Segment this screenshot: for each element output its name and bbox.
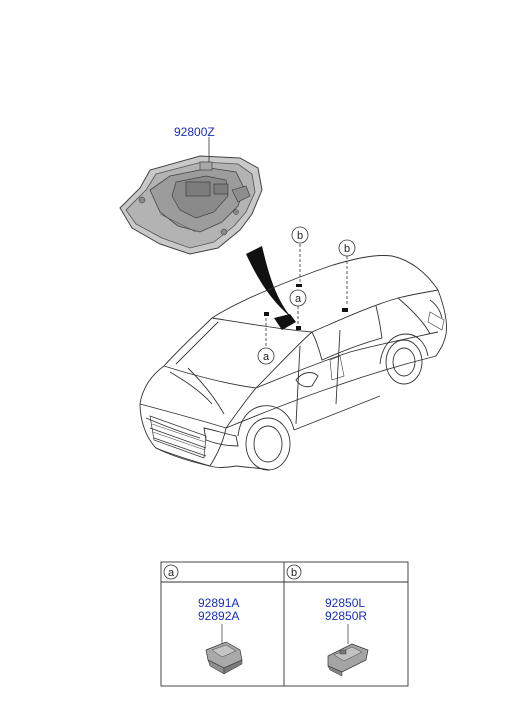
overhead-console-assembly[interactable] bbox=[119, 155, 263, 255]
callout-a-lower[interactable]: a bbox=[257, 347, 275, 365]
pointer-swoosh bbox=[246, 246, 292, 318]
part-number-92850L[interactable]: 92850L bbox=[325, 596, 365, 610]
personal-lamp-part-illustration[interactable] bbox=[327, 643, 369, 677]
map-lamp-markers bbox=[264, 284, 348, 330]
svg-text:a: a bbox=[295, 293, 302, 305]
part-number-92892A[interactable]: 92892A bbox=[198, 609, 239, 623]
map-lamp-part-illustration[interactable] bbox=[205, 641, 243, 675]
car-body-illustration bbox=[139, 255, 447, 471]
callout-a-upper[interactable]: a bbox=[289, 289, 307, 307]
svg-text:b: b bbox=[344, 243, 350, 255]
svg-text:b: b bbox=[291, 567, 297, 579]
part-number-92800Z[interactable]: 92800Z bbox=[174, 125, 215, 139]
legend-key-a: a bbox=[163, 564, 179, 580]
legend-table: a b 92891A 92892A 92850L 92850R bbox=[160, 561, 409, 687]
svg-text:a: a bbox=[168, 567, 175, 579]
roof-console-location bbox=[274, 314, 296, 330]
callout-b-left[interactable]: b bbox=[291, 226, 309, 244]
svg-text:a: a bbox=[263, 351, 270, 363]
dashed-leaders bbox=[265, 244, 348, 348]
svg-text:b: b bbox=[297, 230, 303, 242]
legend-key-b: b bbox=[286, 564, 302, 580]
callout-b-right[interactable]: b bbox=[338, 239, 356, 257]
part-number-92891A[interactable]: 92891A bbox=[198, 596, 239, 610]
part-number-92850R[interactable]: 92850R bbox=[325, 609, 367, 623]
